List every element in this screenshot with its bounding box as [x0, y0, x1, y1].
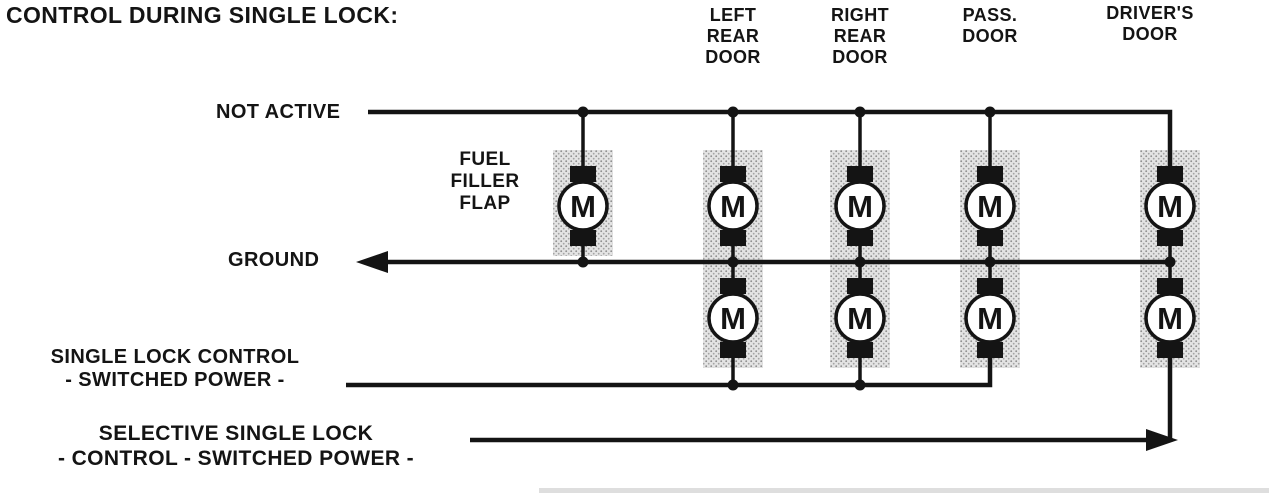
- motor-terminal: [847, 230, 873, 246]
- diagram-title: CONTROL DURING SINGLE LOCK:: [6, 2, 399, 28]
- motor-terminal: [977, 230, 1003, 246]
- motor-terminal: [720, 278, 746, 294]
- column-header-right-rear-door: RIGHT REAR DOOR: [831, 5, 889, 67]
- actuator-left-rear-door: M M: [707, 166, 759, 358]
- bus-single-lock-control: [346, 356, 993, 391]
- bus-selective-single-lock: [470, 356, 1178, 451]
- bus-not-active: [368, 106, 1173, 170]
- bus-label-single-lock-control: SINGLE LOCK CONTROL - SWITCHED POWER -: [50, 346, 300, 391]
- motor-m-label: M: [720, 301, 746, 336]
- motor-m-label: M: [1157, 301, 1183, 336]
- junction-dot: [727, 106, 739, 118]
- bus-label-not-active: NOT ACTIVE: [216, 101, 341, 123]
- column-label-fuel-filler-flap: FUEL FILLER FLAP: [450, 149, 520, 214]
- junction-dot: [854, 106, 866, 118]
- motor-m-label: M: [977, 189, 1003, 224]
- motor-m-label: M: [847, 189, 873, 224]
- motor-m-label: M: [847, 301, 873, 336]
- motor-terminal: [570, 166, 596, 182]
- motor-terminal: [1157, 342, 1183, 358]
- actuator-drivers-door: M M: [1144, 166, 1196, 358]
- motor-m-label: M: [720, 189, 746, 224]
- junction-dot: [727, 379, 739, 391]
- bus-label-ground: GROUND: [228, 249, 320, 271]
- junction-dot: [1164, 256, 1176, 268]
- motor-terminal: [720, 230, 746, 246]
- motor-m-label: M: [977, 301, 1003, 336]
- motor-m-label: M: [570, 189, 596, 224]
- motor-terminal: [847, 166, 873, 182]
- ground-arrowhead: [356, 251, 388, 273]
- motor-terminal: [1157, 278, 1183, 294]
- junction-dot: [727, 256, 739, 268]
- not-active-line: [368, 109, 1173, 170]
- junction-dot: [854, 379, 866, 391]
- motor-terminal: [720, 166, 746, 182]
- bus-label-selective-single-lock: SELECTIVE SINGLE LOCK - CONTROL - SWITCH…: [57, 422, 415, 470]
- junction-dot: [577, 106, 589, 118]
- junction-dot: [984, 256, 996, 268]
- motor-terminal: [570, 230, 596, 246]
- motor-terminal: [847, 278, 873, 294]
- column-header-pass-door: PASS. DOOR: [962, 5, 1018, 46]
- motor-terminal: [977, 278, 1003, 294]
- scan-artifact: [539, 488, 1269, 493]
- motor-terminal: [1157, 166, 1183, 182]
- motor-m-label: M: [1157, 189, 1183, 224]
- motor-terminal: [847, 342, 873, 358]
- selective-arrowhead: [1146, 429, 1178, 451]
- motor-terminal: [977, 342, 1003, 358]
- column-header-left-rear-door: LEFT REAR DOOR: [705, 5, 761, 67]
- single-lock-line: [346, 356, 993, 388]
- bus-ground: [356, 246, 1176, 282]
- junction-dot: [854, 256, 866, 268]
- actuator-pass-door: M M: [964, 166, 1016, 358]
- column-header-drivers-door: DRIVER'S DOOR: [1106, 3, 1194, 44]
- junction-dot: [577, 256, 589, 268]
- motor-terminal: [720, 342, 746, 358]
- actuator-right-rear-door: M M: [834, 166, 886, 358]
- motor-terminal: [977, 166, 1003, 182]
- motor-terminal: [1157, 230, 1183, 246]
- junction-dot: [984, 106, 996, 118]
- actuator-fuel-filler-flap: M: [557, 166, 609, 246]
